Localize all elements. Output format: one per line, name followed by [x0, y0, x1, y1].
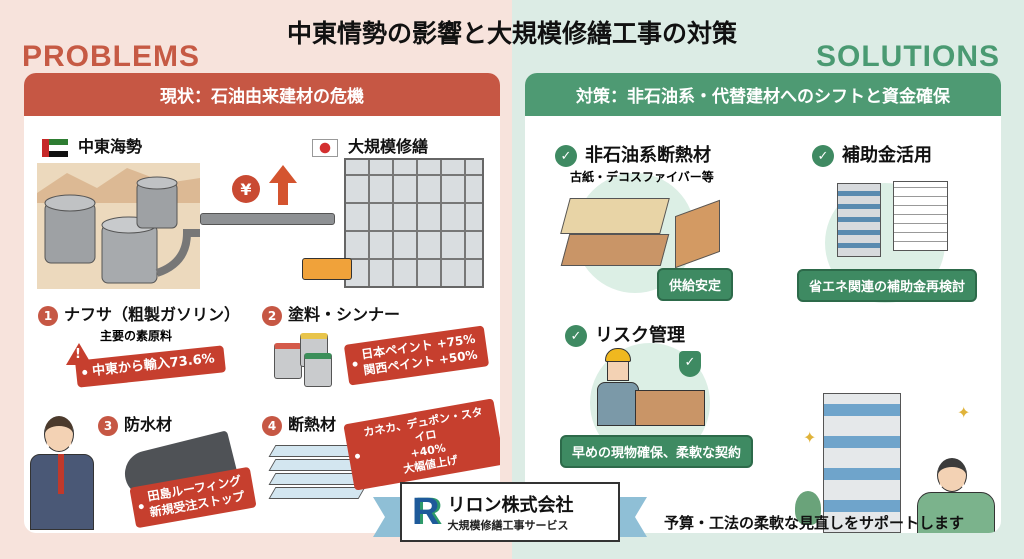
problems-header: 現状：石油由来建材の危機 — [24, 73, 500, 116]
company-logo-icon: R — [412, 491, 440, 533]
uae-flag-icon — [42, 138, 68, 157]
solution-risk-management: ✓リスク管理 — [565, 321, 685, 347]
price-up-arrow-icon — [269, 165, 297, 183]
company-service: 大規模修繕工事サービス — [447, 519, 569, 532]
consultant-illustration — [895, 458, 995, 533]
shield-check-icon: ✓ — [679, 351, 701, 377]
arrow-shaft — [278, 183, 288, 205]
paint-price-tag: 日本ペイント +75% 関西ペイント +50% — [343, 325, 490, 386]
middle-east-heading: 中東海勢 — [42, 133, 142, 157]
insulation-price-tag: カネカ、デュポン・スタイロ +40% 大幅値上げ — [343, 398, 500, 491]
oil-tanks-icon — [37, 168, 200, 284]
paint-cans-icon — [274, 333, 344, 387]
oil-refinery-illustration — [37, 163, 200, 289]
renovated-building-illustration — [823, 393, 901, 533]
supply-stable-tag: 供給安定 — [657, 268, 734, 301]
crane-truck-icon — [302, 258, 352, 280]
solutions-panel: 対策：非石油系・代替建材へのシフトと資金確保 ✓非石油系断熱材 古紙・デコスファ… — [525, 73, 1001, 533]
yen-icon: ¥ — [232, 175, 260, 203]
solution-non-petroleum-insulation: ✓非石油系断熱材 — [555, 141, 711, 167]
office-building-icon — [837, 183, 881, 257]
cellulose-insulation-icon — [560, 198, 675, 273]
company-banner: R リロン株式会社 大規模修繕工事サービス — [400, 482, 620, 542]
check-icon: ✓ — [565, 325, 587, 347]
solution-subsidy: ✓補助金活用 — [812, 141, 932, 167]
check-icon: ✓ — [812, 145, 834, 167]
scaffolding-building-illustration — [344, 158, 484, 288]
subsidy-review-tag: 省エネ関連の補助金再検討 — [797, 269, 978, 302]
problems-label: PROBLEMS — [22, 40, 201, 73]
tree-icon — [795, 491, 821, 525]
solutions-label: SOLUTIONS — [815, 40, 1000, 73]
worker-with-boxes-illustration — [595, 348, 715, 428]
early-stock-tag: 早めの現物確保、柔軟な契約 — [560, 435, 754, 468]
support-message: 予算・工法の柔軟な見直しをサポートします — [664, 514, 965, 532]
company-name: リロン株式会社 — [447, 495, 574, 516]
insulation-examples: 古紙・デコスファイバー等 — [570, 170, 714, 184]
warning-icon — [66, 343, 92, 365]
solutions-header: 対策：非石油系・代替建材へのシフトと資金確保 — [525, 73, 1001, 116]
japan-heading: 大規模修繕 — [312, 133, 428, 157]
naphtha-import-tag: 中東から輸入73.6% — [75, 345, 227, 388]
worried-businessman-illustration — [26, 408, 96, 530]
page-title: 中東情勢の影響と大規模修繕工事の対策 — [286, 19, 737, 48]
sparkle-icon: ✦ — [957, 403, 971, 422]
check-icon: ✓ — [555, 145, 577, 167]
naphtha-subtitle: 主要の素原料 — [100, 329, 173, 343]
pipeline-icon — [200, 213, 335, 225]
subsidy-document-icon — [893, 181, 948, 251]
sparkle-icon: ✦ — [803, 428, 817, 447]
japan-flag-icon — [312, 138, 338, 157]
